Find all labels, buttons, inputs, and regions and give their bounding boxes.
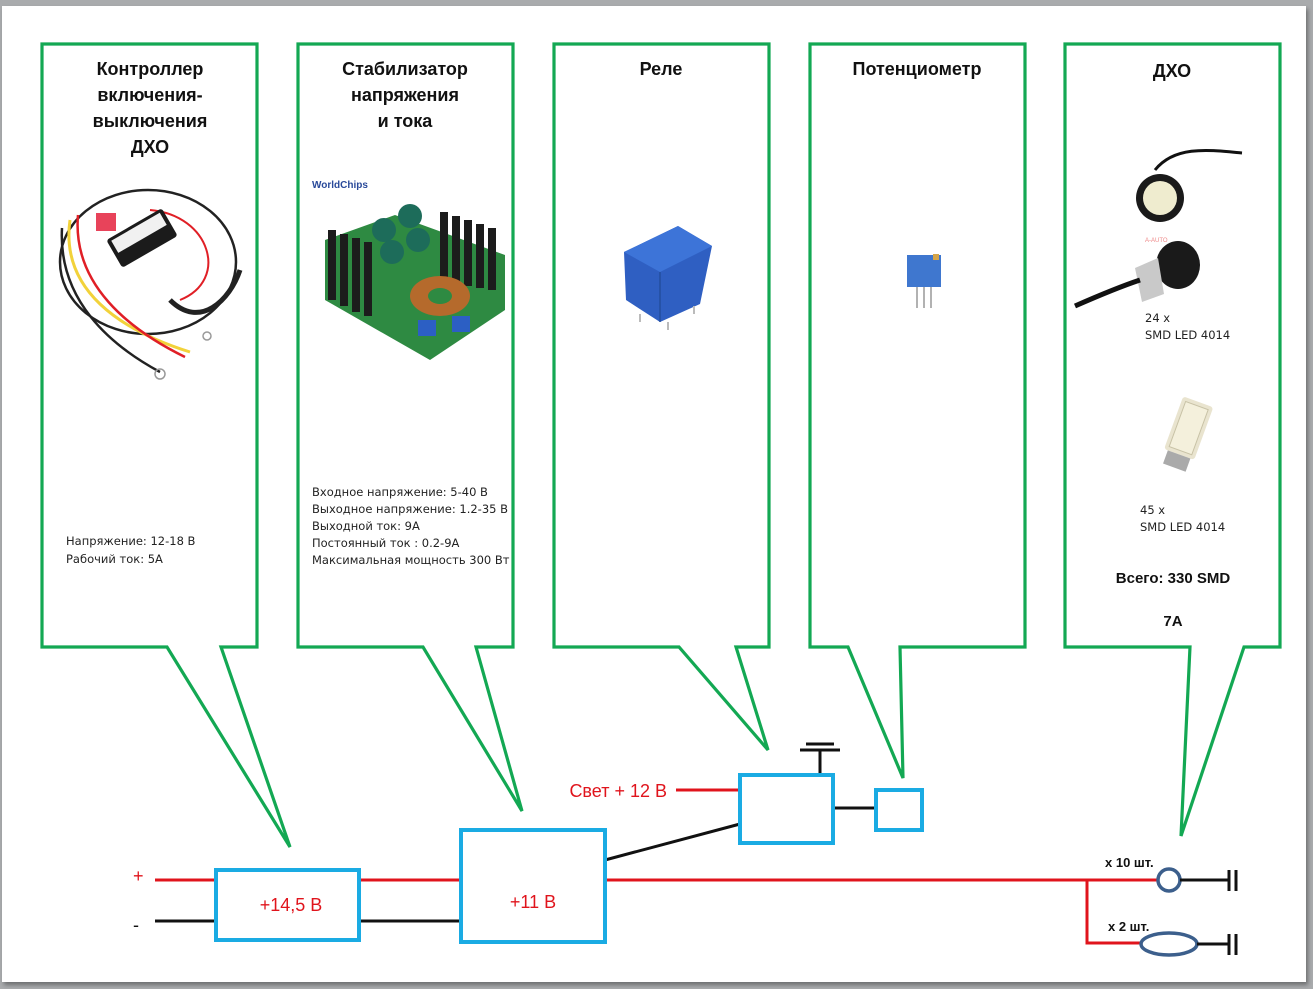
callout-potentiometer: Потенциометр <box>808 42 1027 779</box>
lamp-group-1-symbol <box>1156 867 1182 893</box>
callout-relay-title: Реле <box>640 59 683 79</box>
callout-controller-title-1: Контроллер <box>97 59 204 79</box>
callout-stabilizer-spec-5: Максимальная мощность 300 Вт <box>312 553 510 567</box>
lamp-group-1-label: x 10 шт. <box>1105 855 1154 870</box>
t15-led-bulb-image <box>1163 397 1213 472</box>
stabilizer-block-label: +11 В <box>510 892 556 912</box>
potentiometer-image <box>907 254 941 308</box>
callout-stabilizer-title-3: и тока <box>378 111 434 131</box>
lamp-group-2-symbol <box>1139 931 1199 957</box>
callout-stabilizer: Стабилизатор напряжения и тока WorldChip… <box>296 42 524 812</box>
callout-controller-title-4: ДХО <box>131 137 169 157</box>
callout-controller-spec-2: Рабочий ток: 5А <box>66 552 163 566</box>
light-input-label: Свет + 12 В <box>569 781 667 801</box>
relay-image <box>624 226 712 330</box>
drl-total: Всего: 330 SMD <box>1116 570 1231 587</box>
minus-terminal-label: - <box>133 915 139 935</box>
callout-controller-title-3: выключения <box>93 111 208 131</box>
drl-item-1-count: 24 x <box>1145 311 1170 325</box>
lamp-group-2-label: x 2 шт. <box>1108 919 1149 934</box>
callout-relay: Реле <box>552 42 771 752</box>
callout-controller-title-2: включения- <box>97 85 202 105</box>
wire-stabilizer-relay <box>604 822 741 862</box>
callout-drl-title: ДХО <box>1153 61 1191 81</box>
controller-block <box>214 868 361 942</box>
circuit: + - +14,5 В +11 В Свет + 12 В x 10 шт. x… <box>133 742 1238 957</box>
callout-stabilizer-spec-3: Выходной ток: 9А <box>312 519 420 533</box>
callout-stabilizer-spec-4: Постоянный ток : 0.2-9А <box>312 536 460 550</box>
plus-terminal-label: + <box>133 866 144 886</box>
callout-drl: ДХО A-AUTO 24 x SMD LED 4014 45 x SMD LE… <box>1063 42 1282 837</box>
callout-potentiometer-shape <box>808 42 1027 779</box>
callout-controller-shape <box>40 42 292 848</box>
relay-block <box>738 773 835 845</box>
potentiometer-block <box>874 788 924 832</box>
callout-stabilizer-title-1: Стабилизатор <box>342 59 468 79</box>
buck-converter-image <box>325 204 505 360</box>
callout-controller-spec-1: Напряжение: 12-18 В <box>66 534 196 548</box>
controller-block-label: +14,5 В <box>260 895 323 915</box>
wire-plus-branch <box>1085 880 1140 945</box>
drl-item-2-count: 45 x <box>1140 503 1165 517</box>
callout-stabilizer-title-2: напряжения <box>351 85 459 105</box>
drl-item-1-type: SMD LED 4014 <box>1145 328 1230 342</box>
svg-text:A-AUTO: A-AUTO <box>1145 238 1168 244</box>
stabilizer-block <box>459 828 607 944</box>
drl-controller-image <box>58 188 243 380</box>
callout-stabilizer-spec-1: Входное напряжение: 5-40 В <box>312 485 488 499</box>
drl-current: 7А <box>1163 613 1182 630</box>
callout-relay-shape <box>552 42 771 752</box>
drl-item-2-type: SMD LED 4014 <box>1140 520 1225 534</box>
eagle-eye-led-image: A-AUTO <box>1073 148 1243 309</box>
callout-potentiometer-title: Потенциометр <box>853 59 982 79</box>
worldchips-logo: WorldChips <box>312 180 368 191</box>
callout-controller: Контроллер включения- выключения ДХО Нап… <box>40 42 292 848</box>
callout-stabilizer-shape <box>296 42 524 812</box>
callout-stabilizer-spec-2: Выходное напряжение: 1.2-35 В <box>312 502 508 516</box>
